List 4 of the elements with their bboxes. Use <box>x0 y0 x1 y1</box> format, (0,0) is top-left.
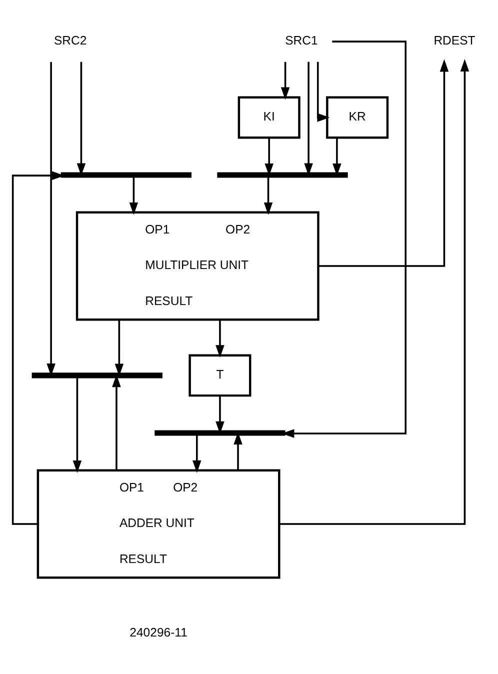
node-text: SRC1 <box>285 33 318 48</box>
node-text: RDEST <box>434 33 476 48</box>
node-text: SRC2 <box>54 33 87 48</box>
label: 240296-11 <box>130 625 188 640</box>
